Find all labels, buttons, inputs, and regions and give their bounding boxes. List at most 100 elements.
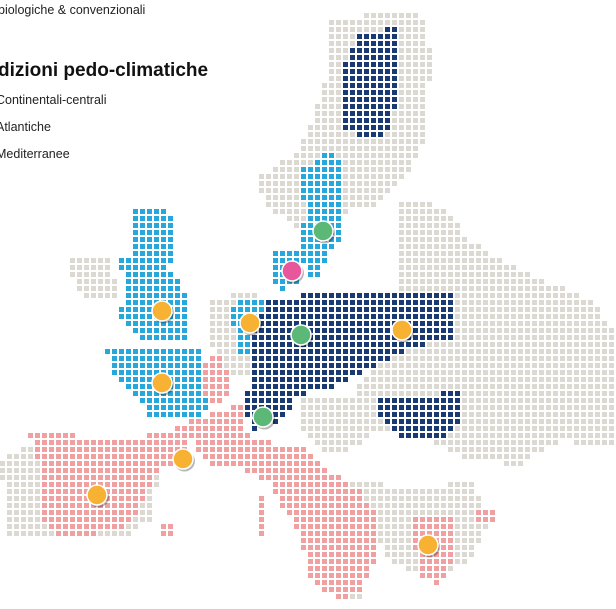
map-dot-mediterranean xyxy=(322,503,327,508)
germany-site-marker[interactable] xyxy=(290,324,312,346)
map-dot-land xyxy=(329,139,334,144)
map-dot-mediterranean xyxy=(63,524,68,529)
map-dot-land xyxy=(399,258,404,263)
map-dot-land xyxy=(315,398,320,403)
map-dot-land xyxy=(497,307,502,312)
west-france-site-marker[interactable] xyxy=(151,372,173,394)
map-dot-continental-central xyxy=(266,300,271,305)
map-dot-land xyxy=(504,356,509,361)
map-dot-land xyxy=(413,55,418,60)
map-dot-continental-central xyxy=(343,377,348,382)
map-dot-land xyxy=(413,76,418,81)
belgium-site-marker[interactable] xyxy=(239,312,261,334)
map-dot-continental-central xyxy=(357,111,362,116)
map-dot-mediterranean xyxy=(231,440,236,445)
map-dot-land xyxy=(595,314,600,319)
map-dot-land xyxy=(525,384,530,389)
map-dot-mediterranean xyxy=(77,496,82,501)
map-dot-land xyxy=(371,489,376,494)
map-dot-continental-central xyxy=(350,111,355,116)
map-dot-mediterranean xyxy=(322,587,327,592)
map-dot-atlantic xyxy=(238,342,243,347)
map-dot-land xyxy=(427,342,432,347)
map-dot-land xyxy=(455,363,460,368)
map-dot-land xyxy=(490,377,495,382)
map-dot-land xyxy=(231,363,236,368)
map-dot-land xyxy=(364,146,369,151)
map-dot-continental-central xyxy=(385,398,390,403)
map-dot-land xyxy=(518,363,523,368)
map-dot-land xyxy=(427,69,432,74)
map-dot-continental-central xyxy=(350,321,355,326)
map-dot-atlantic xyxy=(119,363,124,368)
map-dot-land xyxy=(434,237,439,242)
map-dot-land xyxy=(511,370,516,375)
map-dot-land xyxy=(7,524,12,529)
map-dot-continental-central xyxy=(434,405,439,410)
britain-site-marker[interactable] xyxy=(151,300,173,322)
map-dot-land xyxy=(553,384,558,389)
map-dot-land xyxy=(343,167,348,172)
denmark-site-marker[interactable] xyxy=(281,260,303,282)
map-dot-land xyxy=(560,405,565,410)
map-dot-land xyxy=(364,181,369,186)
alps-site-marker[interactable] xyxy=(252,406,274,428)
map-dot-land xyxy=(588,321,593,326)
map-dot-land xyxy=(469,342,474,347)
map-dot-land xyxy=(427,356,432,361)
map-dot-land xyxy=(364,20,369,25)
map-dot-atlantic xyxy=(336,195,341,200)
greece-site-marker[interactable] xyxy=(417,534,439,556)
map-dot-mediterranean xyxy=(308,517,313,522)
map-dot-atlantic xyxy=(154,272,159,277)
map-dot-land xyxy=(399,552,404,557)
map-dot-continental-central xyxy=(357,34,362,39)
map-dot-mediterranean xyxy=(413,517,418,522)
map-dot-land xyxy=(399,524,404,529)
map-dot-land xyxy=(539,286,544,291)
map-dot-land xyxy=(224,356,229,361)
map-dot-land xyxy=(406,132,411,137)
map-dot-mediterranean xyxy=(308,489,313,494)
map-dot-continental-central xyxy=(371,307,376,312)
map-dot-land xyxy=(490,328,495,333)
map-dot-land xyxy=(560,342,565,347)
map-dot-land xyxy=(420,69,425,74)
legend: Continentali-centrali Atlantiche Mediter… xyxy=(0,93,106,174)
map-dot-mediterranean xyxy=(441,566,446,571)
map-dot-land xyxy=(392,181,397,186)
map-dot-mediterranean xyxy=(294,503,299,508)
map-dot-land xyxy=(371,496,376,501)
map-dot-mediterranean xyxy=(434,566,439,571)
map-dot-land xyxy=(21,510,26,515)
map-dot-mediterranean xyxy=(238,405,243,410)
map-subtitle: biologiche & convenzionali xyxy=(0,3,146,17)
map-dot-mediterranean xyxy=(231,412,236,417)
map-dot-mediterranean xyxy=(280,489,285,494)
map-dot-atlantic xyxy=(168,216,173,221)
map-dot-continental-central xyxy=(287,391,292,396)
map-dot-continental-central xyxy=(392,62,397,67)
south-france-site-marker[interactable] xyxy=(172,448,194,470)
scandinavia-site-marker[interactable] xyxy=(312,220,334,242)
iberia-site-marker[interactable] xyxy=(86,484,108,506)
map-dot-land xyxy=(574,433,579,438)
map-dot-land xyxy=(441,209,446,214)
map-dot-land xyxy=(427,496,432,501)
map-dot-land xyxy=(448,342,453,347)
map-dot-land xyxy=(399,111,404,116)
map-dot-land xyxy=(91,286,96,291)
map-dot-mediterranean xyxy=(476,517,481,522)
map-dot-land xyxy=(525,335,530,340)
map-dot-atlantic xyxy=(238,300,243,305)
map-dot-mediterranean xyxy=(420,524,425,529)
map-dot-land xyxy=(455,223,460,228)
poland-site-marker[interactable] xyxy=(391,319,413,341)
map-dot-continental-central xyxy=(392,48,397,53)
map-dot-land xyxy=(546,433,551,438)
map-dot-land xyxy=(245,363,250,368)
map-dot-continental-central xyxy=(455,419,460,424)
map-dot-mediterranean xyxy=(56,461,61,466)
map-dot-land xyxy=(336,125,341,130)
map-dot-atlantic xyxy=(203,405,208,410)
